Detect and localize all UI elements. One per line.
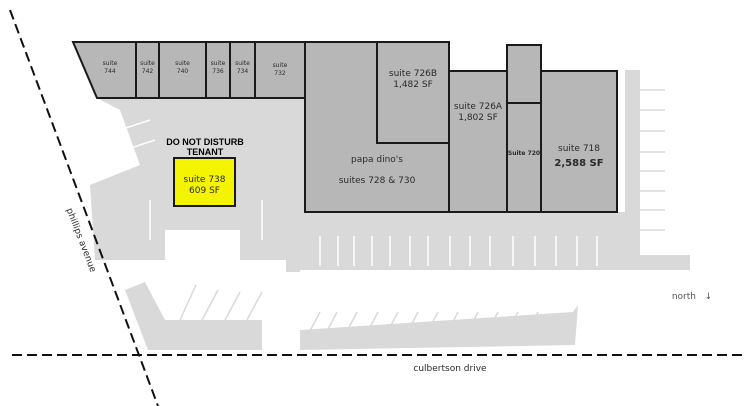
suite-726a — [448, 70, 508, 213]
north-arrow-icon: ↓ — [704, 292, 713, 302]
suite-720-label[interactable]: Suite 720 — [507, 150, 541, 157]
suite-718 — [540, 70, 618, 213]
suite-720 — [506, 102, 542, 213]
suite-736 — [205, 41, 231, 99]
buildings — [71, 41, 618, 213]
suite-738 — [173, 157, 236, 207]
streets — [9, 9, 745, 406]
suite-726b — [376, 41, 450, 144]
phillips-avenue-line — [9, 9, 159, 406]
suite-734 — [229, 41, 256, 99]
suite-740 — [158, 41, 207, 99]
culbertson-drive-label: culbertson drive — [413, 364, 487, 374]
suite-722 — [506, 44, 542, 104]
north-indicator: north ↓ — [671, 292, 713, 302]
parking-stalls-outer — [179, 89, 665, 336]
suite-732 — [254, 41, 306, 99]
parking-stalls — [119, 119, 598, 266]
